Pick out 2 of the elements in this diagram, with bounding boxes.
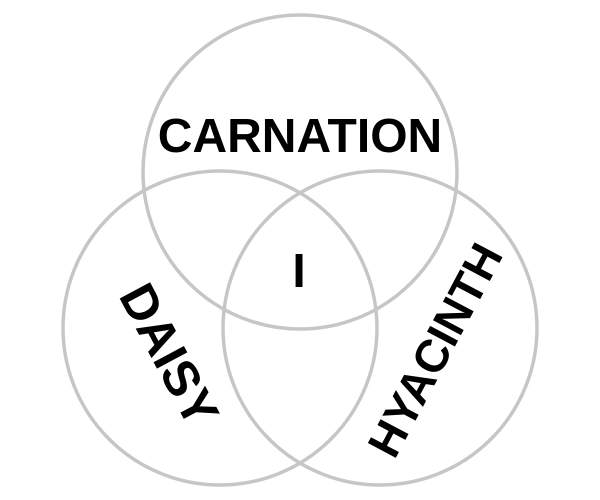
set-label: CARNATION — [158, 113, 442, 161]
intersection-label: I — [292, 248, 306, 296]
